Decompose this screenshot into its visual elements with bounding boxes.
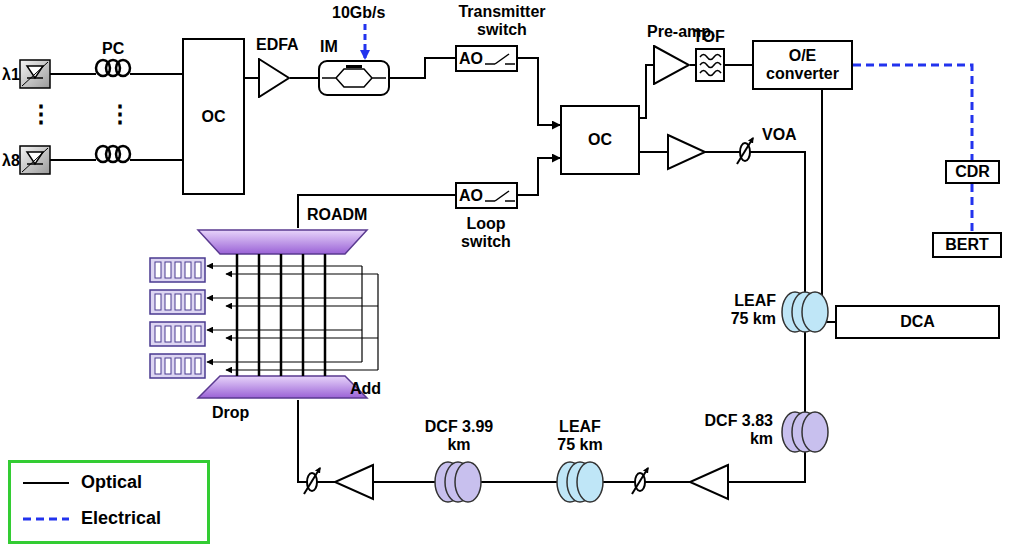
legend-text: Electrical	[81, 509, 161, 529]
label-holder: BERT	[934, 234, 1000, 256]
switch-box: Transmitter switchAO	[455, 45, 518, 72]
coupler-box: OC	[560, 105, 640, 175]
node-label: Transmitter switch	[457, 3, 547, 38]
legend-line-sample	[21, 473, 71, 493]
voa-symbol	[304, 138, 753, 494]
switch-box: AOLoop switch	[455, 182, 518, 209]
optical-link	[725, 65, 835, 322]
fiber-spool	[435, 292, 828, 502]
filter-box: TOF	[695, 48, 725, 82]
annotation-label: ⋮	[29, 100, 53, 128]
annotation-label: LEAF 75 km	[726, 292, 776, 329]
optical-link	[298, 152, 805, 482]
card-slots	[155, 262, 201, 374]
node-label: EDFA	[256, 36, 299, 54]
optical-link	[245, 77, 258, 79]
add-drop-lines	[207, 266, 378, 370]
annotation-label: DCF 3.83 km	[703, 412, 773, 449]
amplifier	[335, 135, 728, 499]
node-label: AO	[459, 50, 483, 68]
legend-row: Electrical	[21, 509, 161, 529]
annotation-label: Drop	[212, 404, 249, 422]
instrument-box: CDR	[945, 160, 1000, 184]
legend-row: Optical	[21, 473, 142, 493]
label-holder: DCA	[837, 307, 998, 337]
annotation-label: λ8	[2, 152, 20, 170]
optical-link	[518, 158, 560, 195]
node-label: CDR	[955, 163, 990, 181]
label-holder: OC	[184, 40, 243, 193]
node-label: AO	[459, 187, 483, 205]
annotation-label: DCF 3.99 km	[424, 418, 494, 455]
node-label: Loop switch	[455, 215, 517, 250]
optical-link	[298, 195, 455, 228]
annotation-label: VOA	[762, 126, 797, 144]
optical-link	[690, 64, 695, 66]
annotation-label: PC	[102, 40, 124, 58]
modulator-box: IM	[318, 60, 390, 96]
amplifier-triangle: Pre-amp.	[653, 45, 690, 85]
coupler-box: OC	[182, 38, 245, 195]
amplifier-triangle: EDFA	[258, 58, 290, 98]
annotation-label: 10Gb/s	[332, 4, 385, 22]
optical-link	[640, 65, 653, 118]
legend-box: OpticalElectrical	[8, 460, 210, 544]
legend-text: Optical	[81, 473, 142, 493]
node-label: DCA	[900, 313, 935, 331]
converter-box: O/E converter	[752, 40, 853, 90]
node-label: OC	[588, 131, 612, 149]
node-label: OC	[202, 108, 226, 126]
node-label: IM	[320, 38, 338, 56]
electrical-link	[853, 65, 972, 160]
node-label: O/E converter	[754, 47, 851, 82]
annotation-label: λ1	[2, 66, 20, 84]
electrical-drive	[364, 24, 367, 58]
optical-link	[290, 77, 318, 79]
annotation-label: LEAF 75 km	[550, 418, 610, 455]
line-card	[150, 258, 205, 378]
annotation-label: ⋮	[108, 100, 132, 128]
annotation-label: Add	[350, 380, 381, 398]
label-holder: O/E converter	[754, 42, 851, 88]
label-holder: OC	[562, 107, 638, 173]
optical-link	[390, 58, 455, 78]
electrical-link	[971, 184, 974, 232]
instrument-box: DCA	[835, 305, 1000, 339]
legend-line-sample	[21, 509, 71, 529]
node-label: BERT	[945, 236, 989, 254]
roadm-node: ROADM	[195, 228, 370, 400]
label-holder: CDR	[947, 162, 998, 182]
optical-link	[518, 58, 560, 125]
node-label: ROADM	[307, 206, 367, 224]
instrument-box: BERT	[932, 232, 1002, 258]
node-label: TOF	[693, 28, 725, 46]
